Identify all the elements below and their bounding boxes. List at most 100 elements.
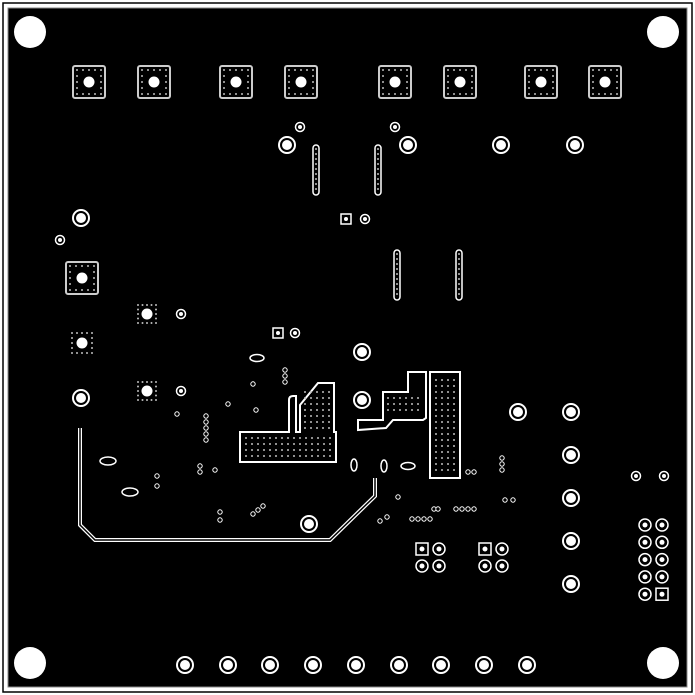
stitch-via (322, 415, 324, 417)
via (471, 75, 473, 77)
stitch-via (387, 409, 389, 411)
header-pin-core (419, 563, 425, 569)
via (499, 461, 505, 467)
via (306, 93, 308, 95)
via (165, 81, 167, 83)
stitch-via (299, 449, 301, 451)
via (146, 381, 148, 383)
via (592, 87, 594, 89)
via (534, 69, 536, 71)
stitch-via (251, 455, 253, 457)
stitch-via (447, 463, 449, 465)
stitch-via (447, 397, 449, 399)
stitch-via (447, 391, 449, 393)
via (203, 419, 209, 425)
via (315, 178, 317, 180)
stitch-via (322, 421, 324, 423)
round-pad-core (566, 407, 576, 417)
pad-hole (535, 76, 547, 88)
via (315, 168, 317, 170)
via (282, 379, 288, 385)
via (86, 332, 88, 334)
via (247, 93, 249, 95)
via (165, 75, 167, 77)
via (203, 413, 209, 419)
stitch-via (287, 455, 289, 457)
via (396, 253, 398, 255)
stitch-via (293, 455, 295, 457)
via (604, 93, 606, 95)
stitch-via (447, 451, 449, 453)
via (100, 69, 102, 71)
stitch-via (305, 443, 307, 445)
via (86, 352, 88, 354)
via (406, 81, 408, 83)
stitch-via (299, 437, 301, 439)
via (141, 75, 143, 77)
pad-hole (83, 76, 95, 88)
via (315, 188, 317, 190)
via (465, 93, 467, 95)
via (458, 273, 460, 275)
via (225, 401, 231, 407)
stitch-via (453, 391, 455, 393)
round-pad-core (180, 660, 190, 670)
via (81, 352, 83, 354)
via (396, 278, 398, 280)
round-pad-core (479, 660, 489, 670)
stitch-via (435, 385, 437, 387)
via (260, 503, 266, 509)
stitch-via (441, 391, 443, 393)
stitch-via (275, 443, 277, 445)
stitch-via (435, 457, 437, 459)
stitch-via (322, 403, 324, 405)
via (610, 69, 612, 71)
header-pin-core (499, 563, 505, 569)
via (458, 253, 460, 255)
via (459, 506, 465, 512)
round-pad-core (496, 140, 506, 150)
via (159, 69, 161, 71)
stitch-via (323, 455, 325, 457)
via (552, 93, 554, 95)
stitch-via (405, 397, 407, 399)
stitch-via (447, 457, 449, 459)
stitch-via (311, 455, 313, 457)
via (250, 381, 256, 387)
stitch-via (441, 397, 443, 399)
via (229, 69, 231, 71)
via (76, 75, 78, 77)
stitch-via (310, 403, 312, 405)
via (388, 93, 390, 95)
via (528, 93, 530, 95)
header-pin-core (436, 546, 442, 552)
via (203, 431, 209, 437)
pad-hole (76, 337, 88, 349)
small-pad-core (393, 125, 397, 129)
via (546, 69, 548, 71)
via (282, 373, 288, 379)
via (150, 399, 153, 401)
stitch-via (447, 439, 449, 441)
pad-hole (141, 308, 153, 320)
via (458, 293, 460, 295)
via (459, 69, 461, 71)
via (71, 352, 73, 354)
header-pin-core (642, 522, 648, 528)
round-pad-core (513, 407, 523, 417)
via (604, 69, 606, 71)
round-pad-core (566, 536, 576, 546)
header-pin-core (642, 539, 648, 545)
small-pad-core (634, 474, 638, 478)
via (598, 69, 600, 71)
stitch-via (387, 403, 389, 405)
via (94, 69, 96, 71)
stitch-via (317, 443, 319, 445)
stitch-via (447, 427, 449, 429)
stitch-via (405, 403, 407, 405)
stitch-via (257, 437, 259, 439)
via (137, 394, 139, 397)
via (91, 337, 93, 339)
pad-hole (76, 272, 88, 284)
stitch-via (417, 397, 419, 399)
